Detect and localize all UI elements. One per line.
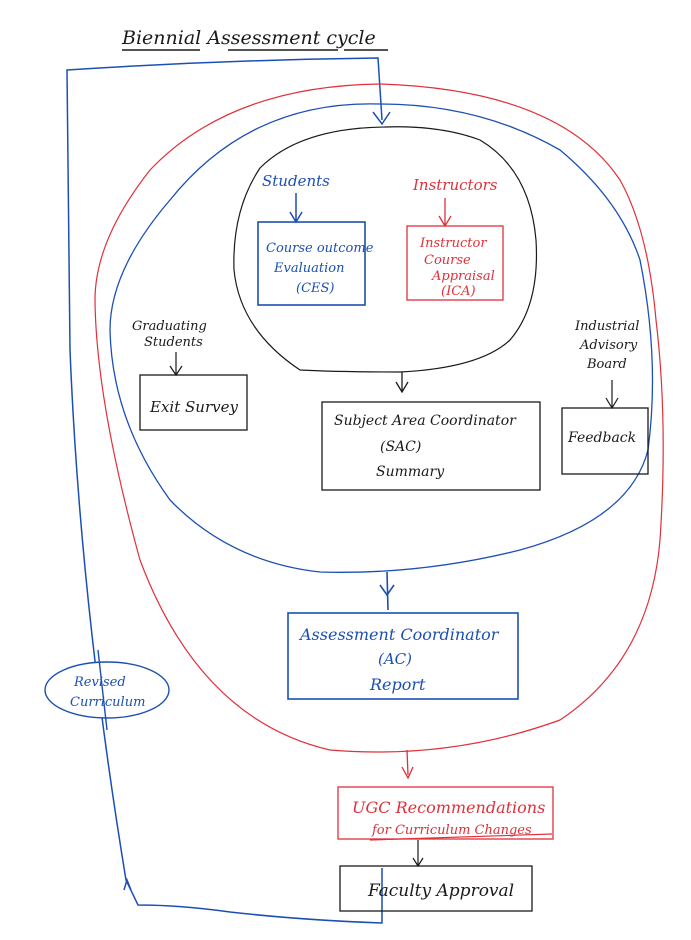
blue-loop-arrow-to-ac	[386, 571, 389, 611]
iab-line-1: Industrial	[574, 319, 639, 334]
iab-line-2: Advisory	[579, 338, 638, 353]
revised-curriculum-ellipse	[44, 661, 170, 719]
arrow-iab-to-feedback	[605, 380, 619, 410]
node-ac: Assessment Coordinator (AC) Report	[287, 612, 519, 700]
red-loop	[94, 83, 664, 753]
node-sac: Subject Area Coordinator (SAC) Summary	[321, 401, 541, 491]
blue-loop	[109, 103, 654, 573]
inner-loop	[233, 126, 538, 373]
ugc-line-1: UGC Recommendations	[352, 798, 545, 817]
ces-line-3: (CES)	[296, 281, 335, 296]
node-instructors: Instructors	[412, 176, 498, 194]
node-ugc: UGC Recommendations for Curriculum Chang…	[337, 786, 554, 841]
exit-survey-label: Exit Survey	[149, 398, 238, 416]
blue-arrowhead	[379, 584, 395, 597]
node-students: Students	[262, 172, 330, 190]
node-revised-curriculum: Revised Curriculum	[44, 649, 170, 731]
feedback-label: Feedback	[567, 430, 636, 446]
feedback-box	[561, 407, 649, 475]
ica-line-3: Appraisal	[431, 269, 495, 284]
arrow-graduating-to-exit	[169, 352, 183, 377]
node-exit-survey: Exit Survey	[139, 374, 248, 431]
ces-line-1: Course outcome	[266, 241, 374, 256]
ac-line-3: Report	[369, 675, 426, 694]
ac-line-1: Assessment Coordinator	[298, 625, 500, 644]
outer-loop-arrowhead-up	[123, 877, 132, 891]
arrow-students-to-ces	[289, 193, 303, 224]
graduating-line-1: Graduating	[132, 319, 207, 334]
ac-line-2: (AC)	[378, 650, 412, 668]
graduating-line-2: Students	[144, 335, 203, 350]
ica-line-4: (ICA)	[441, 284, 476, 299]
black-arrowhead	[395, 381, 409, 394]
ces-box	[257, 221, 366, 306]
ugc-line-2: for Curriculum Changes	[371, 823, 532, 838]
arrow-instructors-to-ica	[438, 198, 452, 228]
node-ces: Course outcome Evaluation (CES)	[257, 221, 374, 306]
node-industrial-advisory-board: Industrial Advisory Board	[574, 319, 639, 372]
ica-line-1: Instructor	[419, 236, 487, 251]
revised-curriculum-line-2: Curriculum	[70, 695, 145, 710]
node-feedback: Feedback	[561, 407, 649, 475]
exit-survey-box	[139, 374, 248, 431]
node-faculty-approval: Faculty Approval	[339, 865, 533, 912]
students-label: Students	[262, 172, 330, 190]
node-graduating-students: Graduating Students	[132, 319, 207, 350]
faculty-approval-box	[339, 865, 533, 912]
diagram-title: Biennial Assessment cycle	[121, 27, 388, 51]
ugc-underline	[369, 833, 553, 841]
ugc-box	[337, 786, 554, 840]
title-text: Biennial Assessment cycle	[121, 27, 376, 49]
sac-line-3: Summary	[376, 464, 445, 480]
red-arrowhead	[401, 766, 414, 780]
sac-box	[321, 401, 541, 491]
sac-line-2: (SAC)	[380, 439, 421, 455]
ica-box	[406, 225, 504, 301]
instructors-label: Instructors	[412, 176, 498, 194]
ica-line-2: Course	[424, 253, 471, 268]
revised-curriculum-through-line	[97, 649, 108, 731]
faculty-approval-label: Faculty Approval	[367, 881, 514, 901]
iab-line-3: Board	[586, 357, 627, 372]
arrow-ugc-to-faculty	[412, 840, 424, 868]
ces-line-2: Evaluation	[273, 261, 344, 276]
outer-loop-arrowhead-down	[372, 111, 391, 126]
revised-curriculum-line-1: Revised	[73, 675, 126, 690]
red-loop-arrow-to-ugc	[406, 749, 409, 776]
ac-box	[287, 612, 519, 700]
sac-line-1: Subject Area Coordinator	[334, 413, 517, 429]
node-ica: Instructor Course Appraisal (ICA)	[406, 225, 504, 301]
